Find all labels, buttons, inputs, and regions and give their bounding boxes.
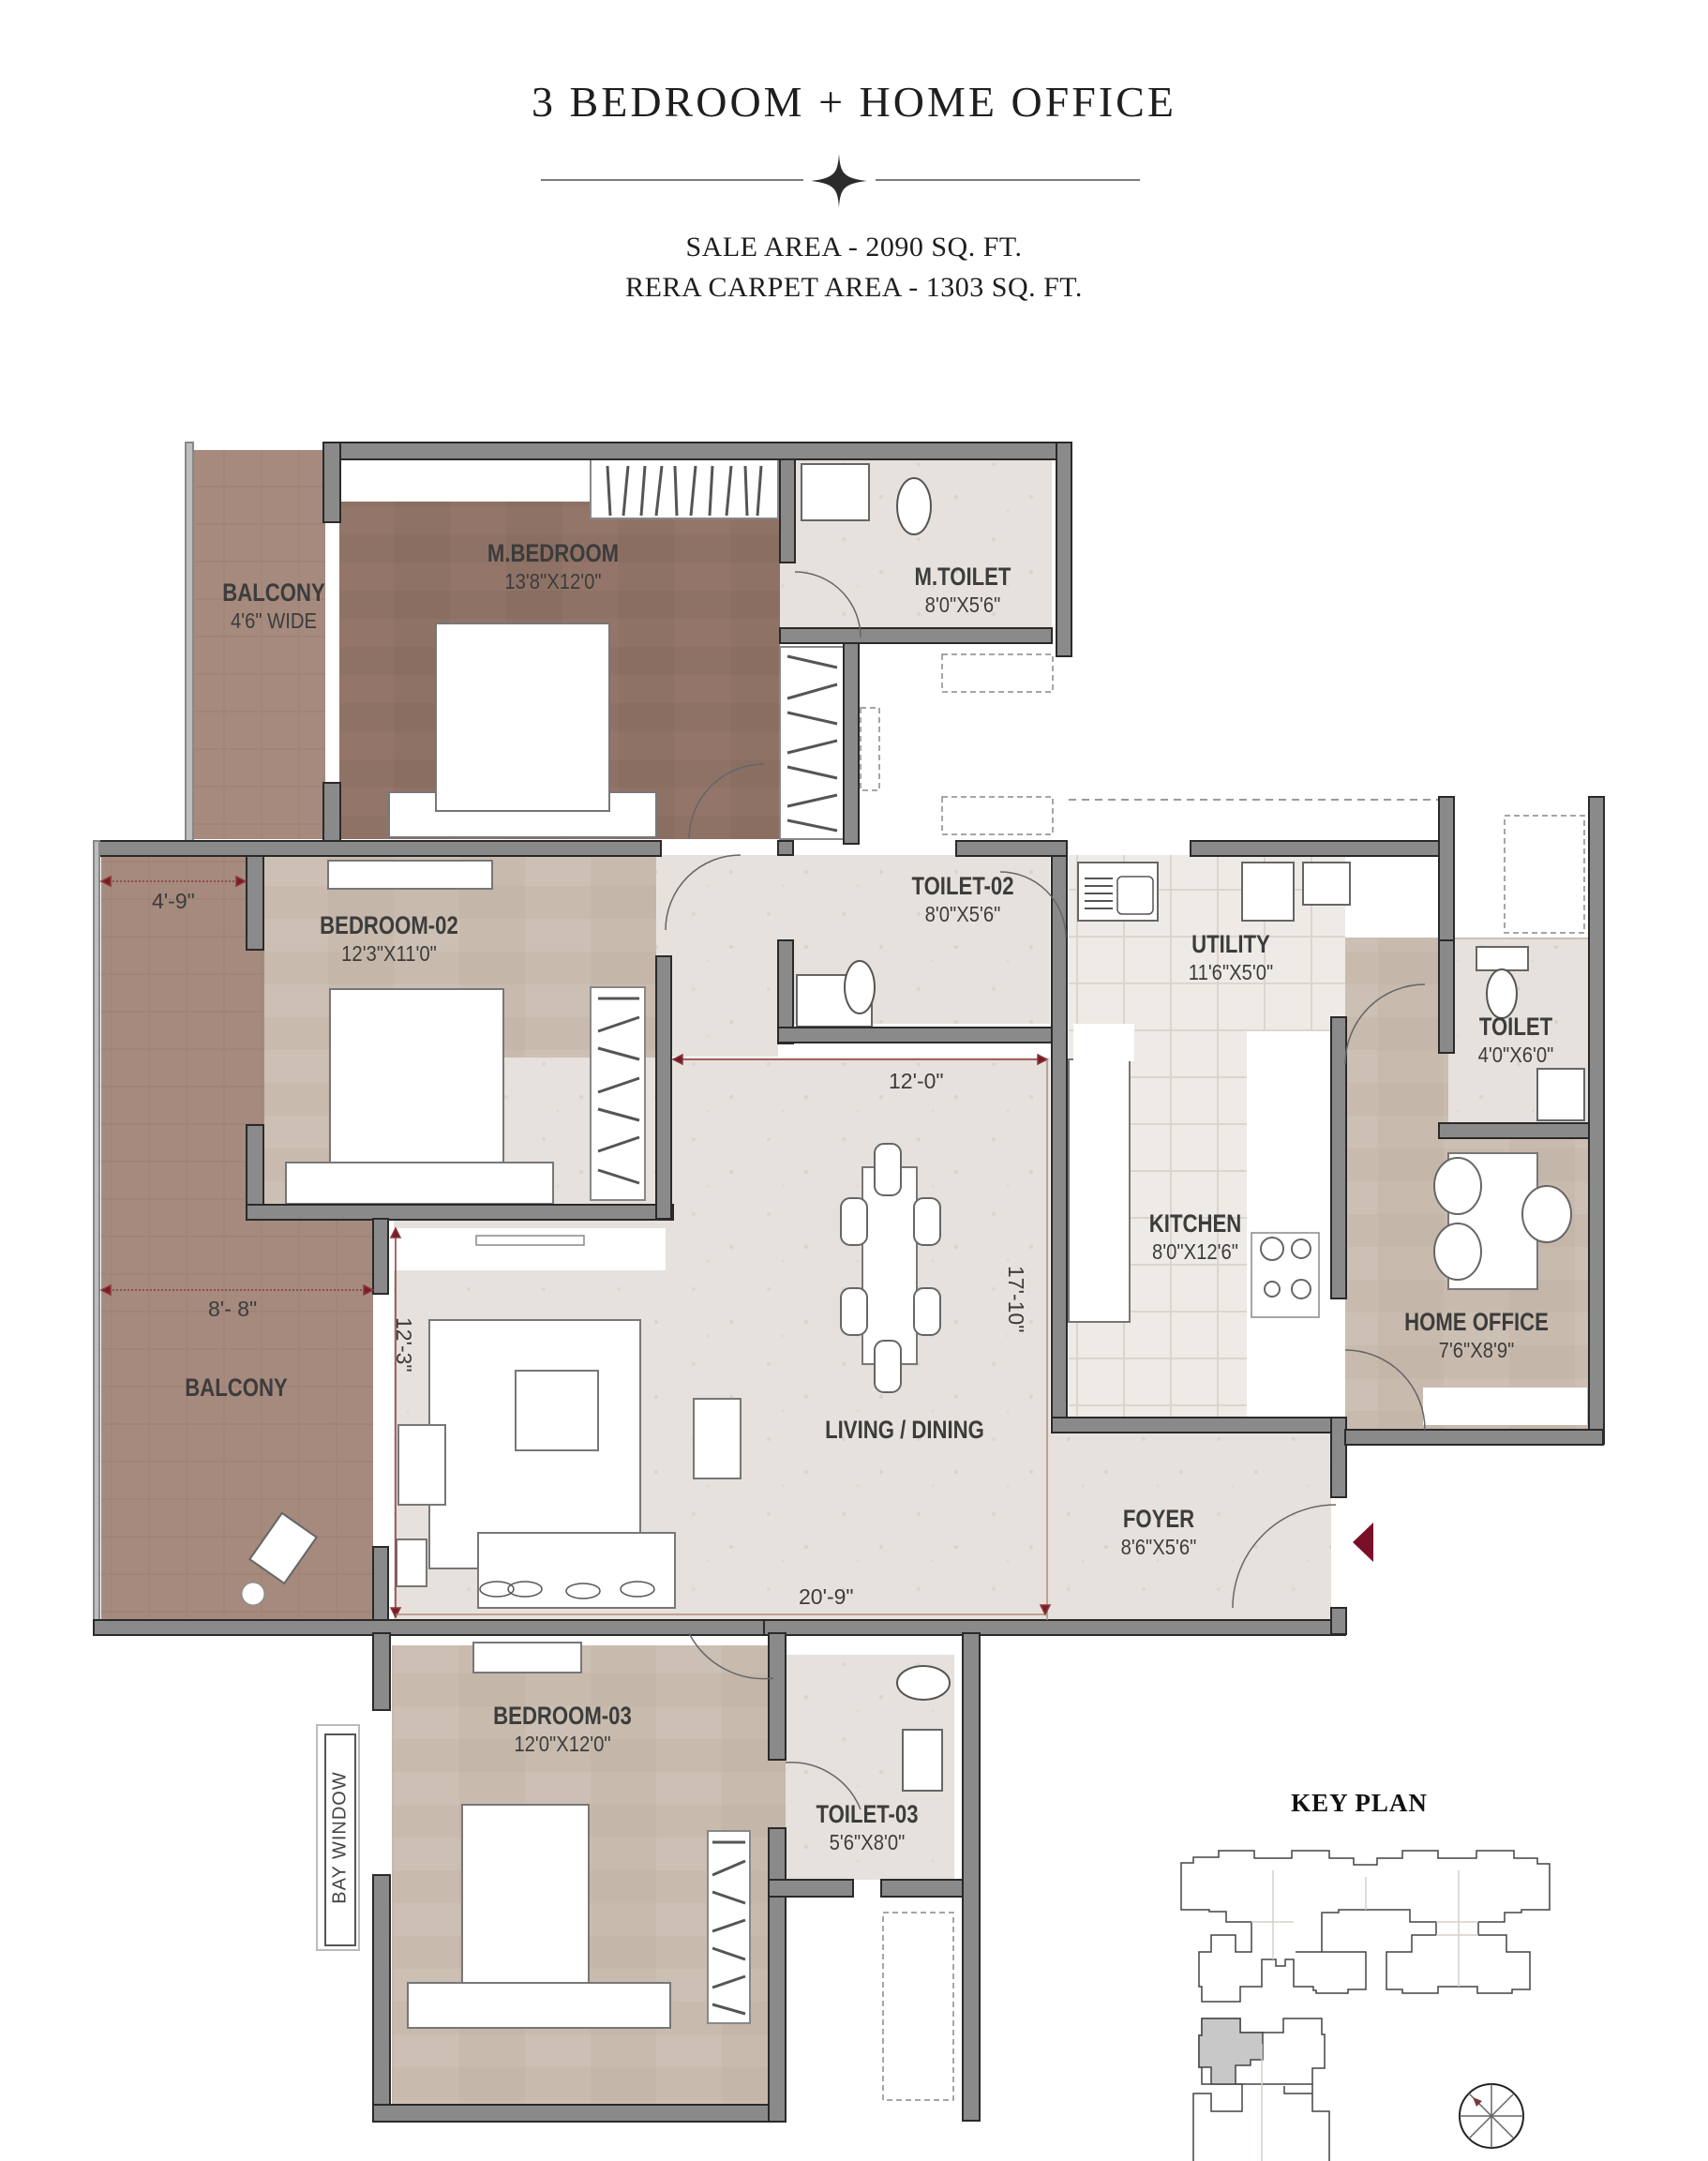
divider-line-right bbox=[876, 179, 1140, 181]
room-toilet-03: TOILET-03 5'6"X8'0" bbox=[816, 1800, 919, 1854]
room-master-bedroom: M.BEDROOM 13'8"X12'0" bbox=[487, 539, 620, 593]
north-compass-icon bbox=[1459, 2083, 1524, 2149]
room-living-dining: LIVING / DINING bbox=[825, 1416, 984, 1444]
key-plan-title: KEY PLAN bbox=[1291, 1789, 1428, 1817]
dim-dining-width: 12'-0" bbox=[889, 1069, 944, 1093]
room-kitchen: KITCHEN 8'0"X12'6" bbox=[1148, 1209, 1242, 1264]
corridor-floor bbox=[656, 855, 778, 1057]
dim-balcony-top: 4'-9" bbox=[152, 889, 195, 913]
bay-window-label: BAY WINDOW bbox=[329, 1771, 351, 1904]
walls bbox=[93, 442, 1605, 2123]
foyer-floor bbox=[1050, 1433, 1331, 1620]
room-toilet-02: TOILET-02 8'0"X5'6" bbox=[911, 872, 1014, 926]
key-plan-highlighted-unit bbox=[1198, 2018, 1264, 2085]
rera-carpet-area: RERA CARPET AREA - 1303 SQ. FT. bbox=[625, 272, 1083, 303]
room-balcony-top: BALCONY 4'6" WIDE bbox=[222, 578, 325, 633]
dimension-lines bbox=[99, 875, 1052, 1620]
room-utility: UTILITY 11'6"X5'0" bbox=[1188, 930, 1274, 984]
entry-arrow-icon bbox=[1353, 1523, 1373, 1562]
four-point-star-icon bbox=[811, 154, 867, 208]
dim-balcony-bottom: 8'- 8" bbox=[208, 1297, 258, 1321]
plan-title: 3 BEDROOM + HOME OFFICE bbox=[532, 78, 1176, 126]
divider-line-left bbox=[541, 179, 803, 181]
wardrobe-master bbox=[606, 465, 763, 517]
sale-area: SALE AREA - 2090 SQ. FT. bbox=[685, 232, 1023, 263]
room-bedroom-02: BEDROOM-02 12'3"X11'0" bbox=[320, 911, 458, 966]
key-plan-diagram bbox=[1180, 1850, 1551, 2161]
door-swings bbox=[665, 571, 1426, 1810]
dim-living-width: 20'-9" bbox=[799, 1584, 854, 1609]
room-bedroom-03: BEDROOM-03 12'0"X12'0" bbox=[493, 1702, 632, 1756]
balcony-top-floor bbox=[194, 450, 325, 839]
room-balcony-left: BALCONY bbox=[185, 1373, 288, 1402]
room-home-office: HOME OFFICE 7'6"X8'9" bbox=[1404, 1308, 1549, 1362]
room-master-toilet: M.TOILET 8'0"X5'6" bbox=[914, 563, 1011, 617]
dim-dining-depth: 17'-10" bbox=[1004, 1266, 1028, 1333]
dim-living-depth: 12'-3" bbox=[392, 1317, 416, 1373]
room-foyer: FOYER 8'6"X5'6" bbox=[1120, 1505, 1197, 1559]
room-toilet: TOILET 4'0"X6'0" bbox=[1477, 1013, 1554, 1067]
